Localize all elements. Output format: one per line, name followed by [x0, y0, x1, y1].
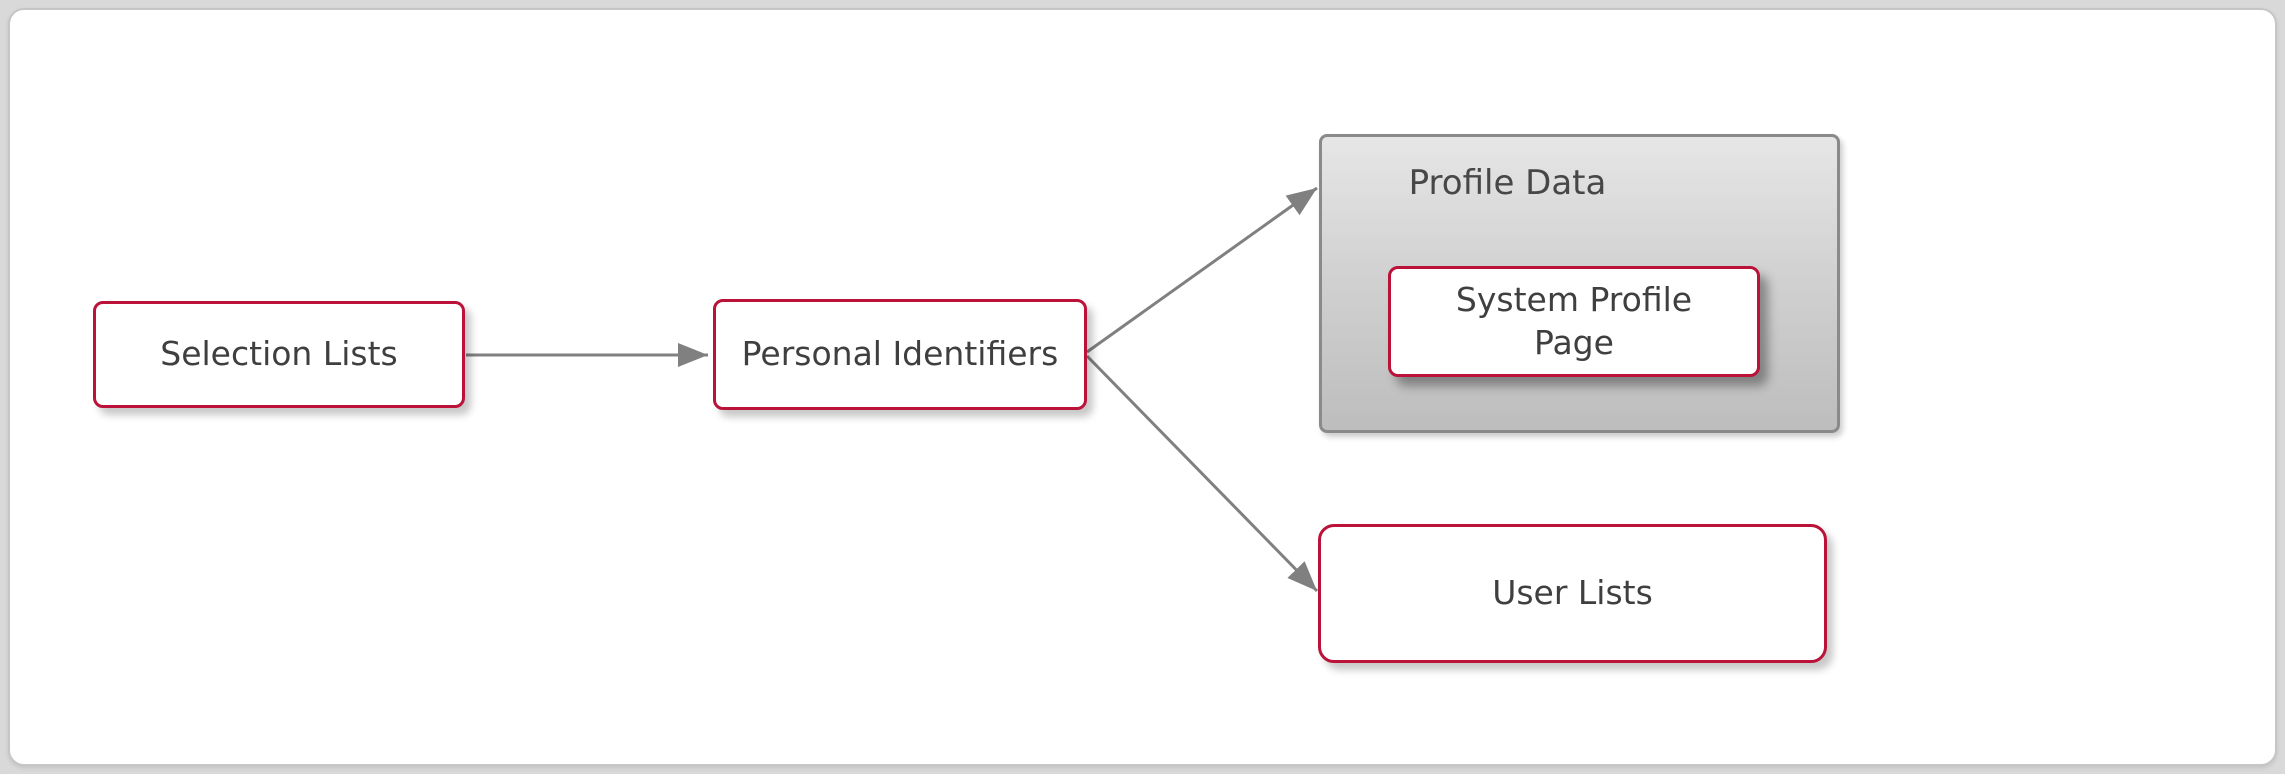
node-personal-identifiers-label: Personal Identifiers	[741, 334, 1059, 374]
node-system-profile-page-label: System Profile Page	[1455, 279, 1693, 362]
node-system-profile-page[interactable]: System Profile Page	[1388, 266, 1760, 377]
container-profile-data[interactable]: Profile Data System Profile Page	[1319, 134, 1840, 433]
node-user-lists[interactable]: User Lists	[1318, 524, 1827, 663]
node-personal-identifiers[interactable]: Personal Identifiers	[713, 299, 1087, 410]
node-selection-lists[interactable]: Selection Lists	[93, 301, 465, 408]
node-user-lists-label: User Lists	[1492, 573, 1653, 613]
container-profile-data-label: Profile Data	[1408, 163, 1607, 203]
node-selection-lists-label: Selection Lists	[160, 334, 398, 374]
